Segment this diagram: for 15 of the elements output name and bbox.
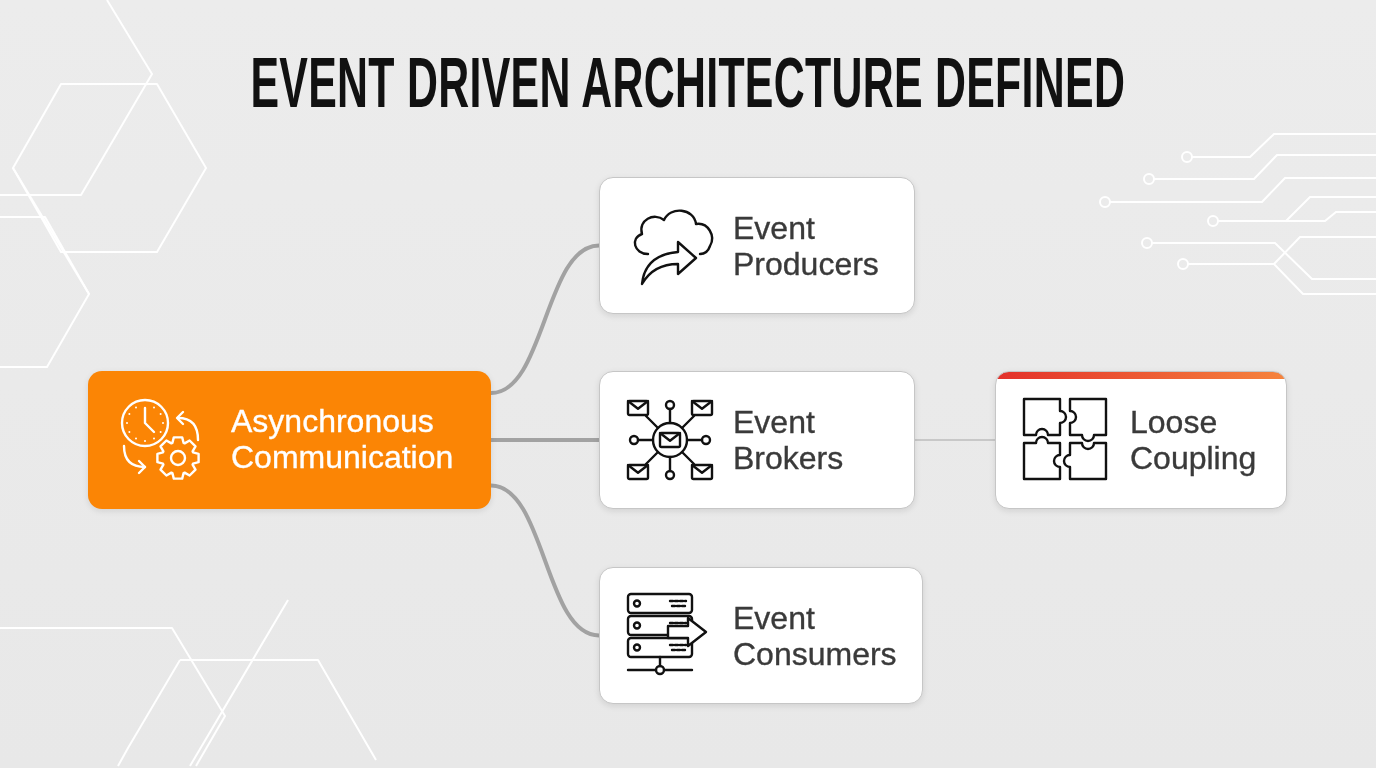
node-label: Event Brokers <box>733 404 845 476</box>
connector-line <box>914 439 996 441</box>
node-label: Asynchronous Communication <box>231 403 455 475</box>
node-label: Event Consumers <box>733 599 898 672</box>
process-box <box>599 177 915 314</box>
title: EVENT DRIVEN ARCHITECTURE DEFINED <box>250 44 1126 122</box>
process-box <box>599 567 923 704</box>
node-label: Event Producers <box>733 209 880 282</box>
process-box <box>88 371 491 509</box>
connector-line <box>491 438 599 442</box>
connector-line <box>490 243 600 396</box>
process-box <box>995 371 1287 509</box>
process-box <box>599 371 915 509</box>
node-label: Loose Coupling <box>1130 404 1258 476</box>
connector-line <box>490 483 600 638</box>
